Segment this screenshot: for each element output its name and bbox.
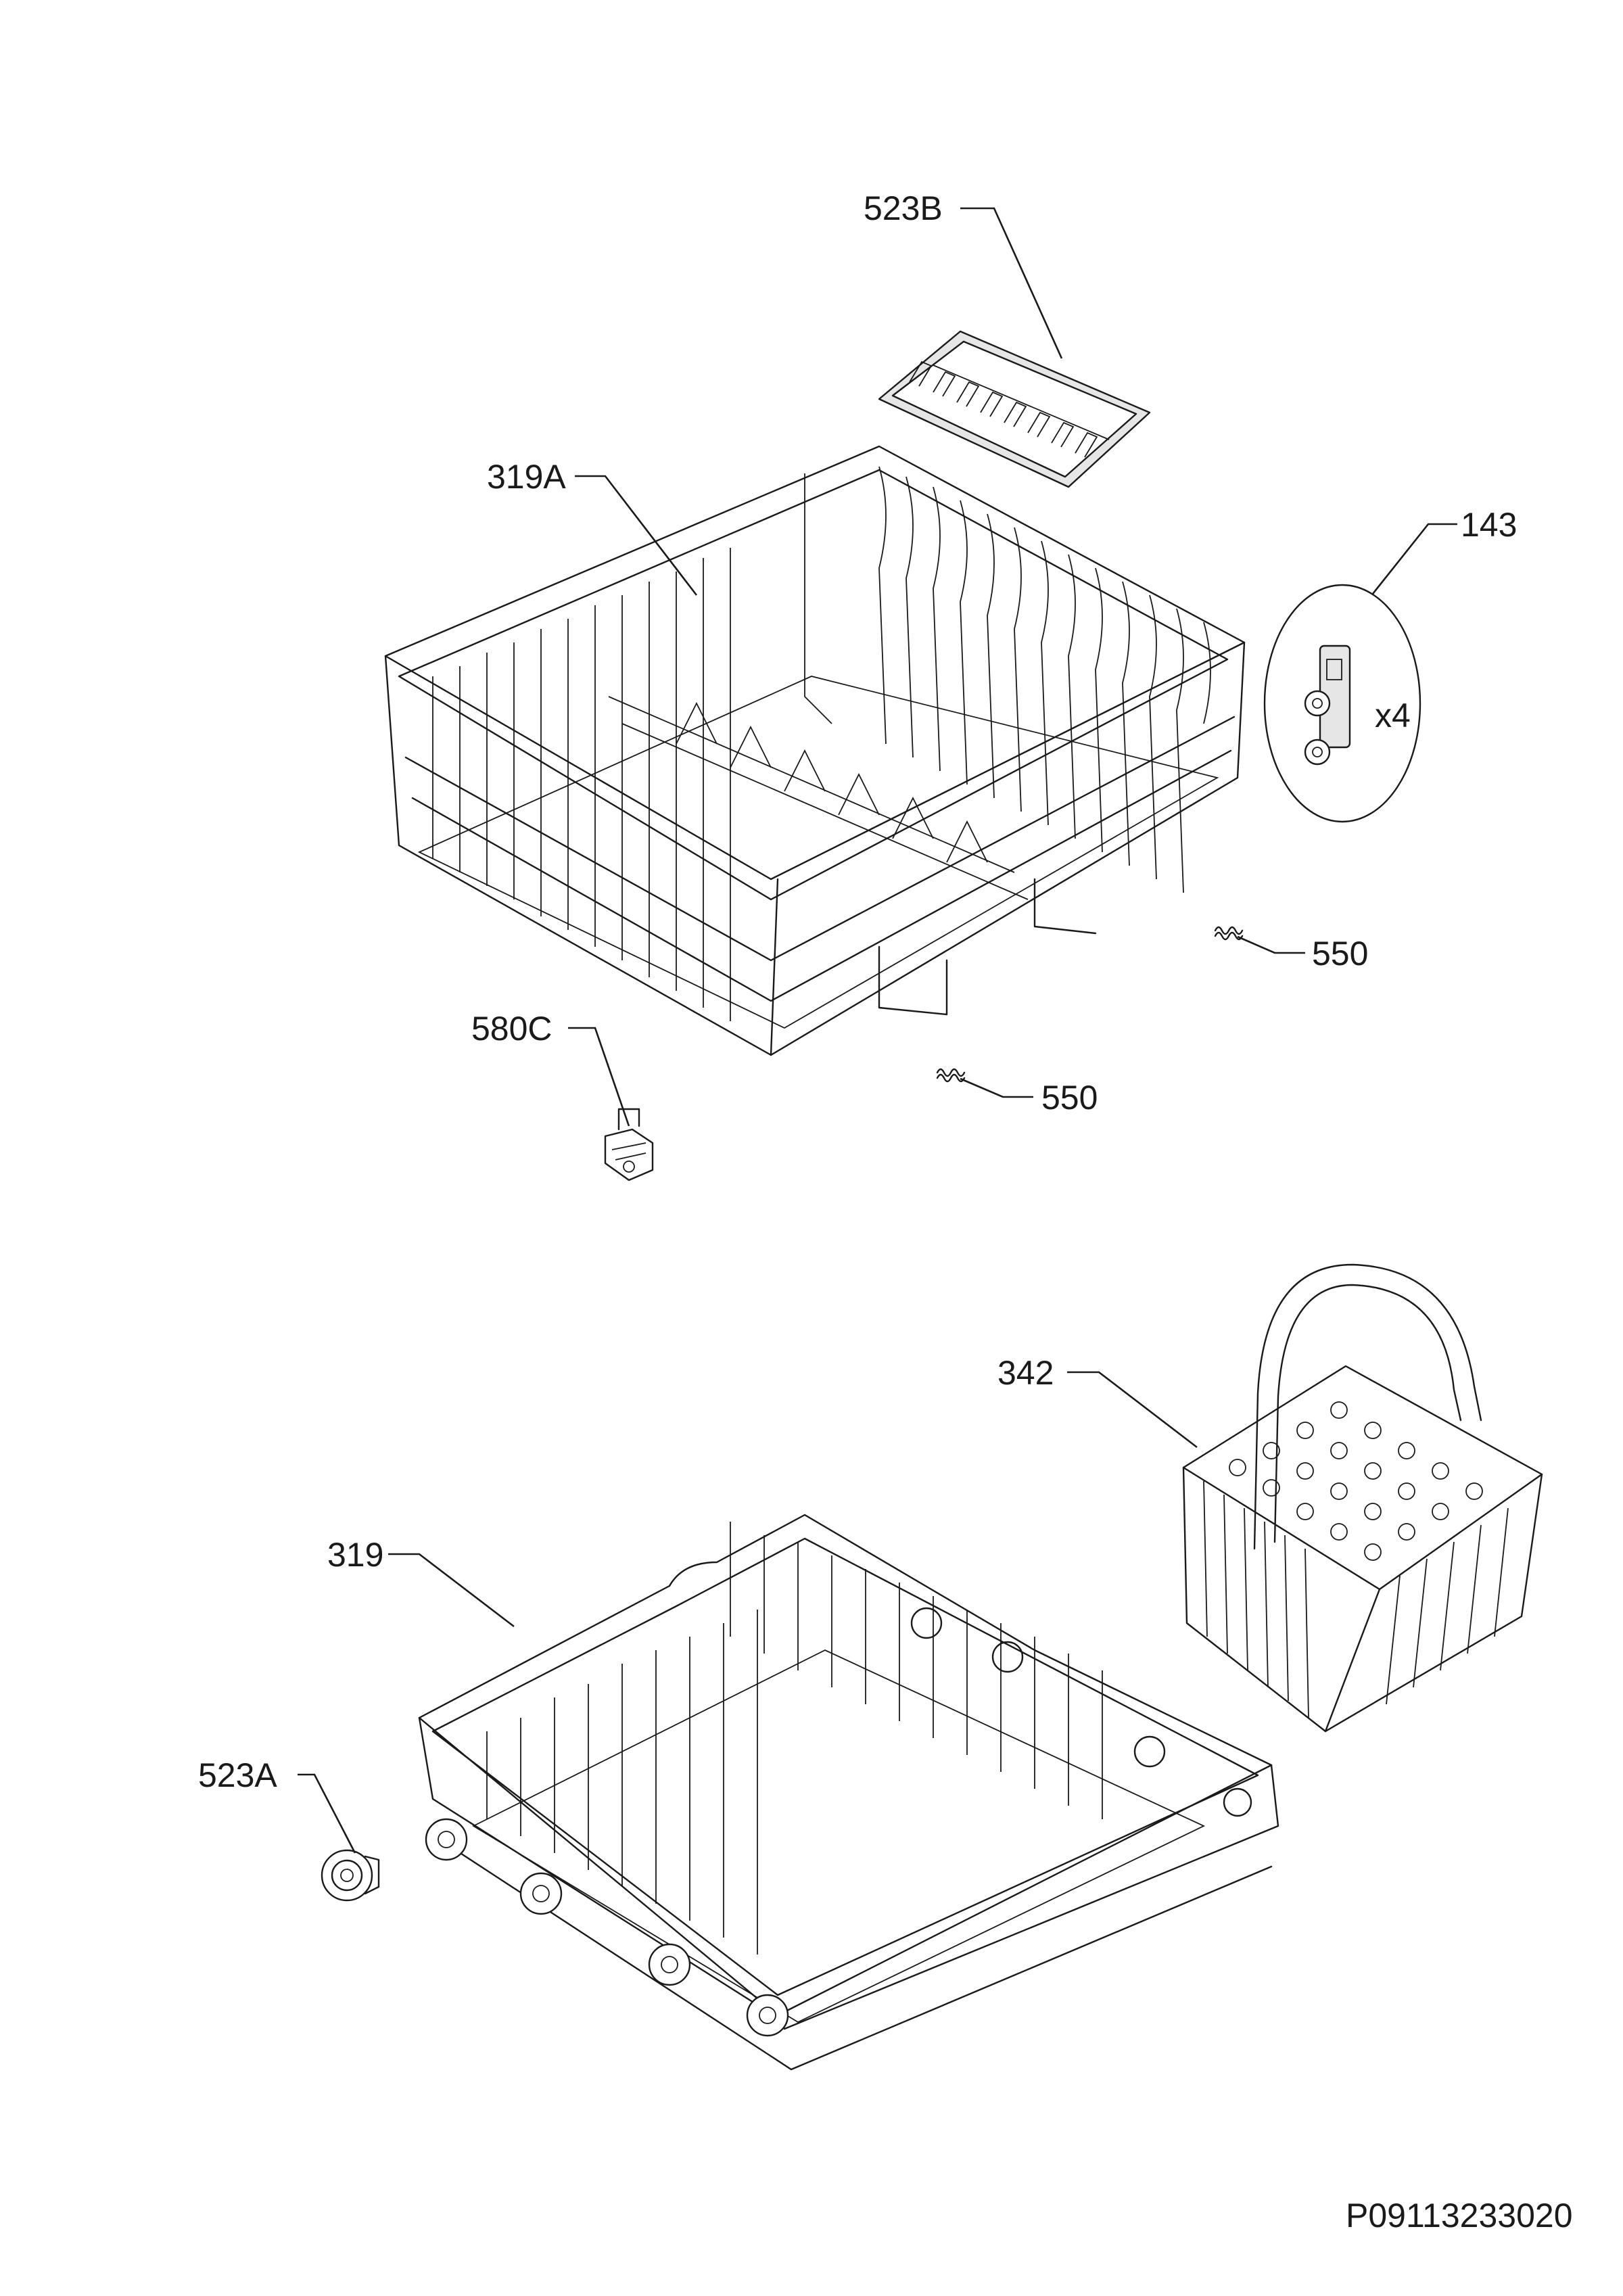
part-550-spring-lower xyxy=(936,1068,966,1083)
callout-143: 143 xyxy=(1461,506,1517,544)
lower-basket-wheels xyxy=(425,1818,789,2037)
part-580C-clip xyxy=(604,1108,654,1181)
callout-319: 319 xyxy=(327,1536,383,1574)
callout-342: 342 xyxy=(997,1354,1054,1392)
callout-550-lower: 550 xyxy=(1041,1079,1098,1117)
callout-550-upper: 550 xyxy=(1312,935,1368,973)
leader-lines xyxy=(298,207,1457,1854)
callout-319A: 319A xyxy=(487,458,566,496)
part-523A-wheel xyxy=(321,1849,380,1902)
part-342-cutlery-basket xyxy=(1182,1263,1543,1733)
part-550-spring-upper xyxy=(1214,926,1244,941)
callout-580C: 580C xyxy=(471,1010,552,1048)
callout-523B: 523B xyxy=(864,189,943,227)
drawing-number: P09113233020 xyxy=(1346,2197,1573,2234)
part-319-lower-basket xyxy=(418,1514,1279,2071)
quantity-143: x4 xyxy=(1375,697,1411,734)
part-319A-upper-basket xyxy=(384,445,1246,1056)
part-523B-shelf xyxy=(878,330,1151,488)
callout-523A: 523A xyxy=(198,1756,277,1794)
part-143-wheel-holder xyxy=(1263,584,1421,823)
